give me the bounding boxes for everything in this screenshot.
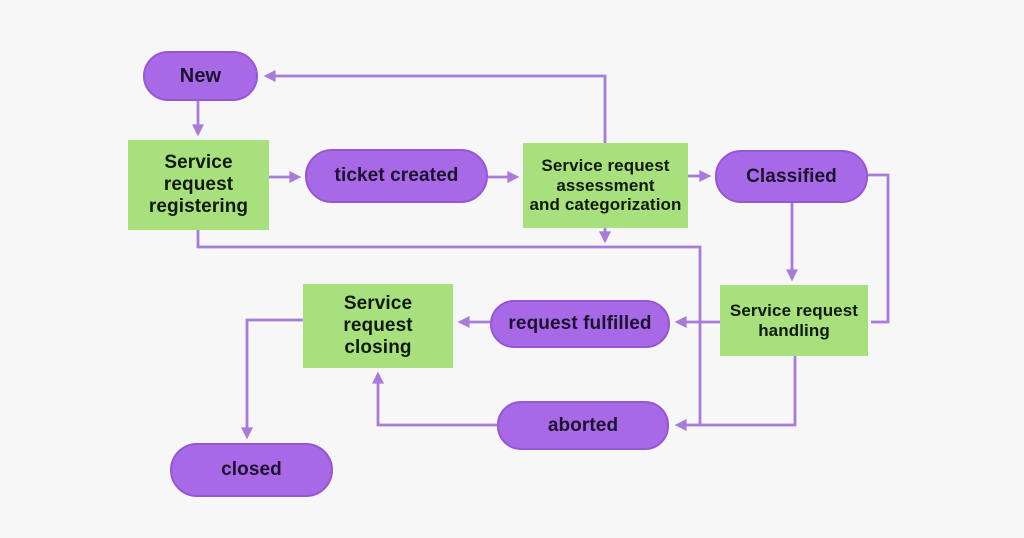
node-service-request-registering: Service request registering xyxy=(128,140,269,230)
node-service-request-closing: Service request closing xyxy=(303,284,453,368)
node-ticket-created: ticket created xyxy=(305,149,488,203)
edge-handling-to-aborted xyxy=(674,356,797,431)
node-request-fulfilled: request fulfilled xyxy=(490,300,670,348)
node-closed-label: closed xyxy=(221,459,282,480)
node-ticket-created-label: ticket created xyxy=(334,165,459,186)
node-assessment-line-2: assessment xyxy=(556,175,655,195)
node-service-request-handling: Service request handling xyxy=(720,285,868,356)
edge-assessment-to-new xyxy=(263,70,607,143)
node-classified-label: Classified xyxy=(746,165,837,187)
node-service-request-assessment: Service request assessment and categoriz… xyxy=(523,143,688,228)
node-closing-line-2: request xyxy=(343,314,413,336)
edge-classified-handling-connector xyxy=(868,173,890,324)
node-classified: Classified xyxy=(715,150,868,203)
node-aborted: aborted xyxy=(497,401,669,450)
edge-aborted-to-closing xyxy=(372,371,497,427)
edge-registering-bottom-rail xyxy=(196,230,702,424)
node-closed: closed xyxy=(170,443,333,497)
node-registering-line-1: Service xyxy=(164,151,233,173)
node-assessment-line-1: Service request xyxy=(541,155,670,175)
node-aborted-label: aborted xyxy=(547,414,619,436)
node-closing-line-1: Service xyxy=(343,292,413,314)
node-registering-line-2: request xyxy=(163,173,234,195)
node-registering-line-3: registering xyxy=(148,196,249,218)
node-new: New xyxy=(143,51,258,101)
node-new-label: New xyxy=(179,64,222,87)
node-request-fulfilled-label: request fulfilled xyxy=(508,313,652,334)
node-handling-line-1: Service request xyxy=(729,300,859,320)
edge-closing-to-closed xyxy=(241,318,303,440)
node-closing-line-3: closing xyxy=(344,337,412,359)
node-assessment-line-3: and categorization xyxy=(529,195,682,215)
node-handling-line-2: handling xyxy=(758,320,830,340)
